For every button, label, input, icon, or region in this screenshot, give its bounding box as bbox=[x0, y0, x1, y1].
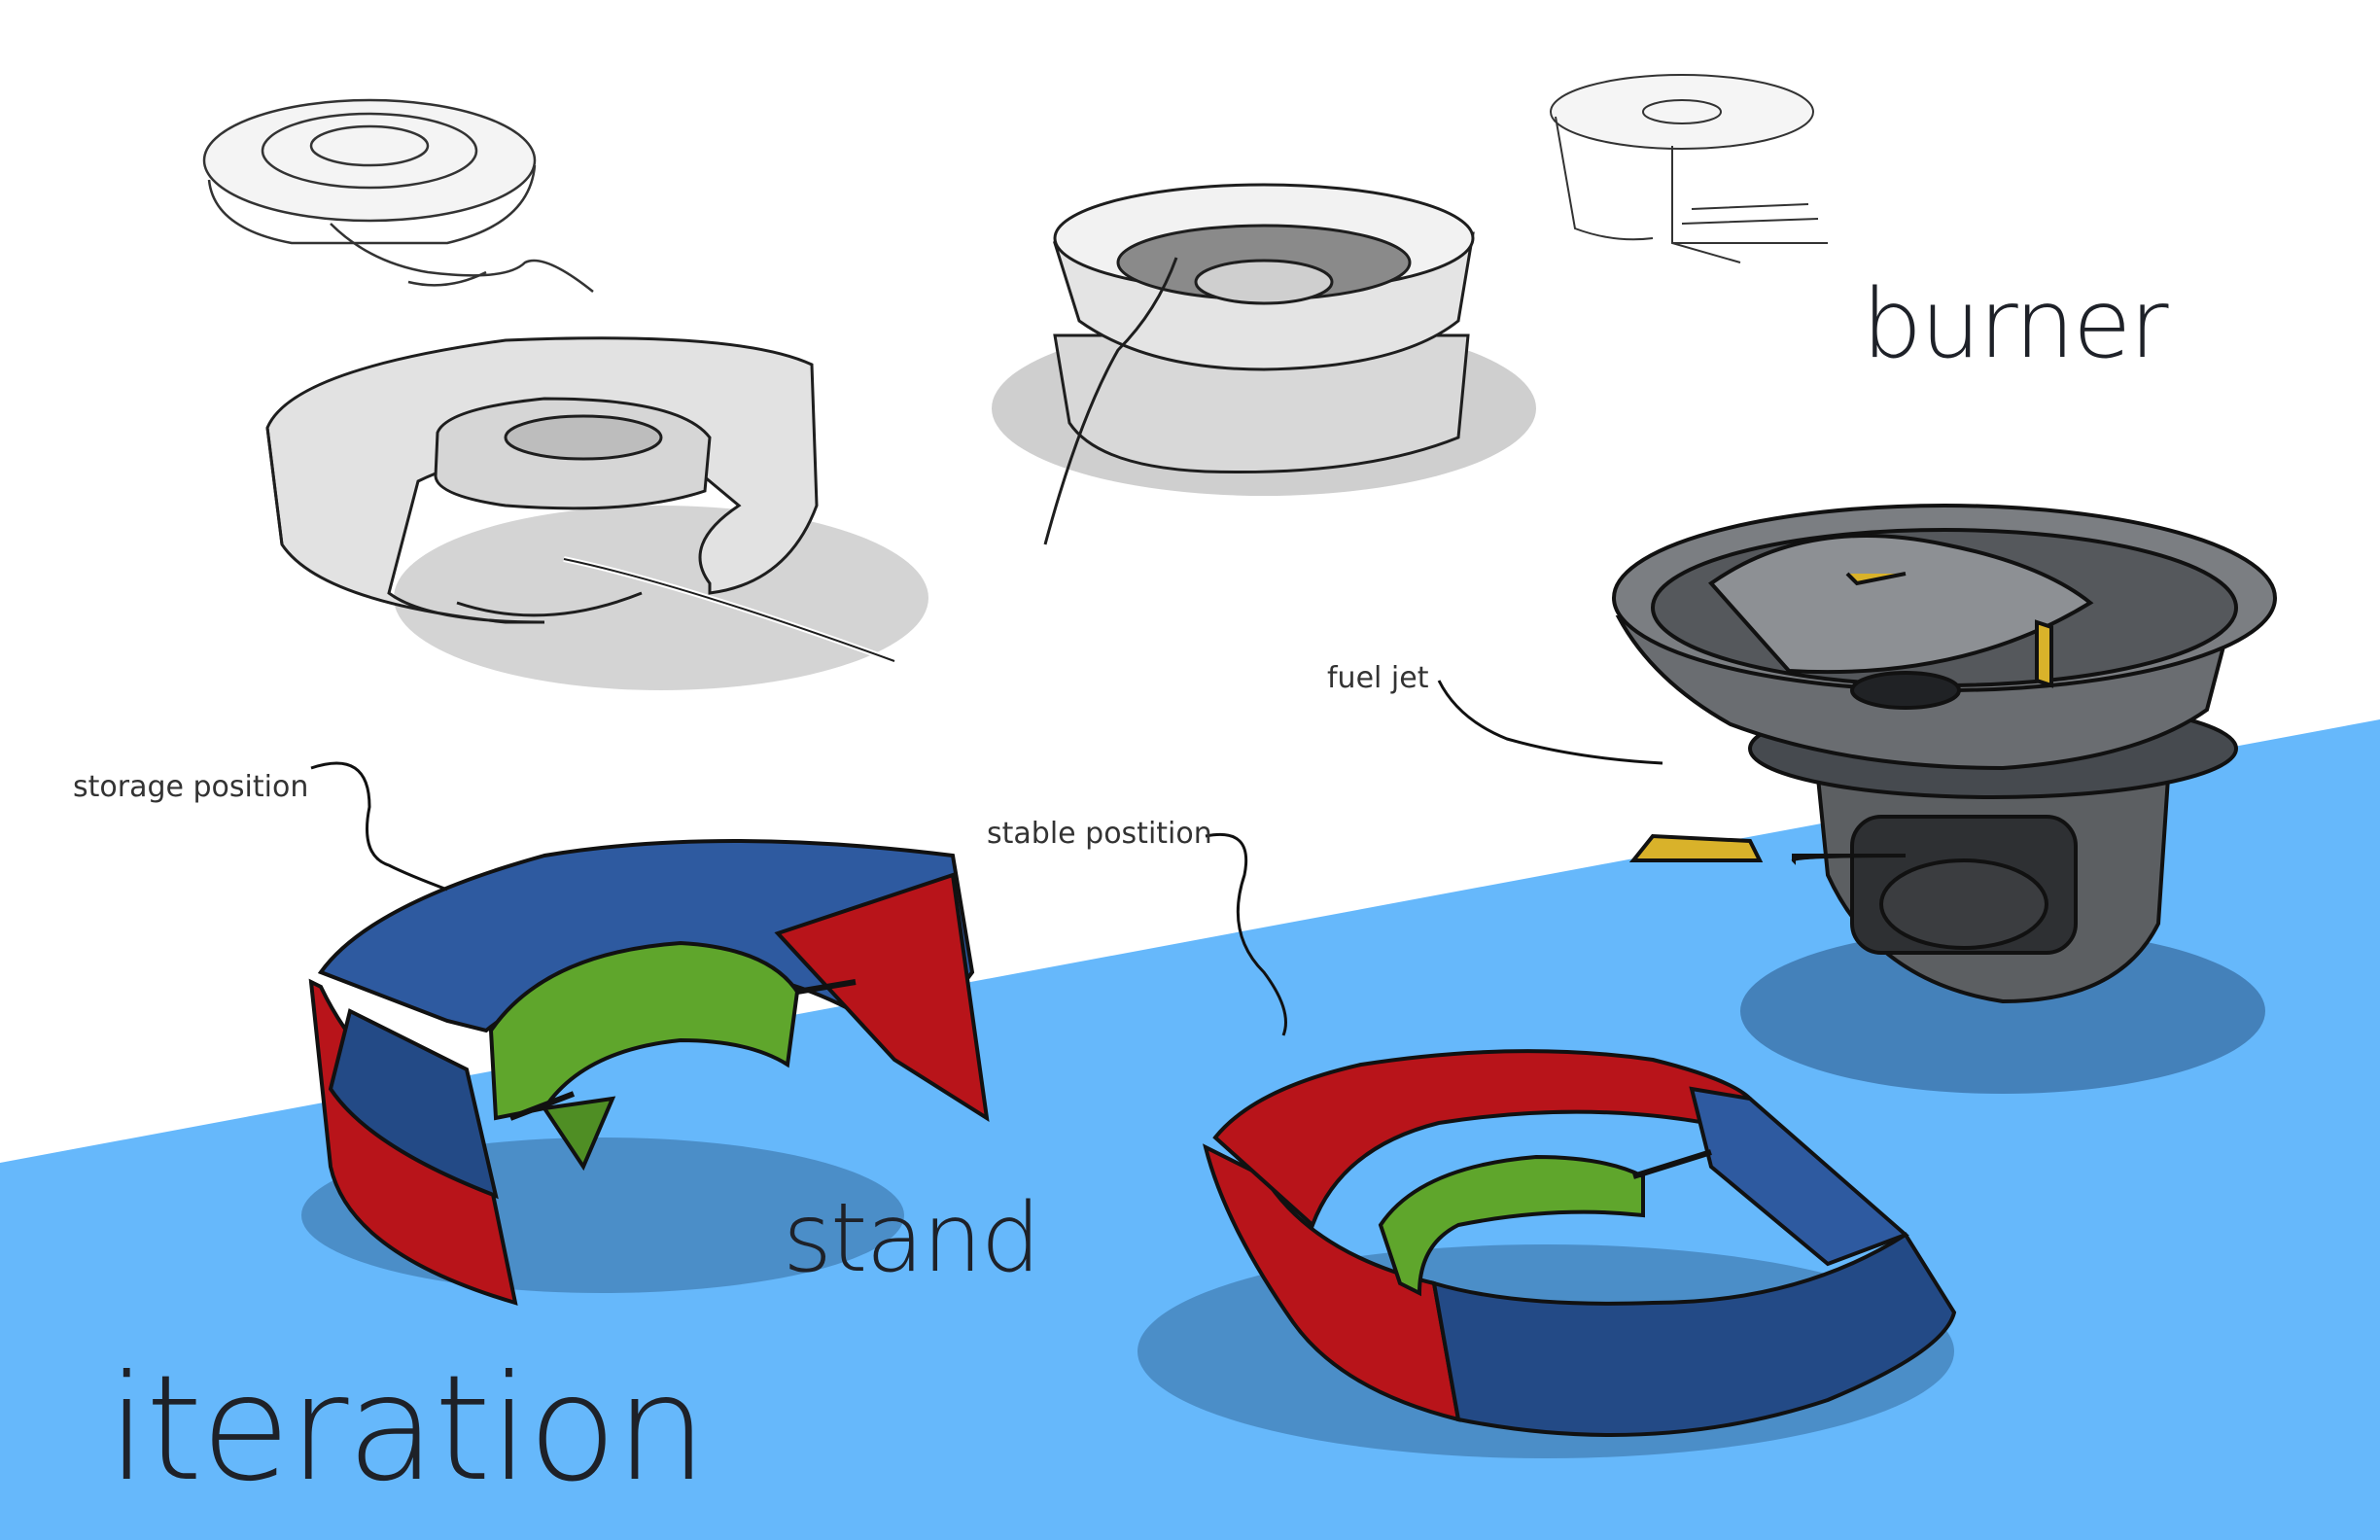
heading-burner: burner bbox=[1862, 269, 2169, 380]
burner-side-sketch-small bbox=[1550, 74, 1828, 263]
stand-stable-position bbox=[1138, 1049, 1957, 1458]
annotation-arrows bbox=[310, 680, 1663, 1036]
annotation-fuel-jet: fuel jet bbox=[1327, 661, 1429, 695]
burner-stand-sketch-gray bbox=[265, 336, 928, 690]
stand-storage-position bbox=[301, 839, 990, 1306]
burner-ring-sketch-small bbox=[202, 98, 594, 293]
burner-rendered bbox=[1612, 504, 2277, 1094]
heading-iteration: iteration bbox=[107, 1345, 708, 1514]
annotation-stable-position: stable postition bbox=[987, 817, 1212, 851]
heading-stand: stand bbox=[783, 1183, 1041, 1294]
burner-bowl-sketch bbox=[992, 183, 1536, 545]
annotation-storage-position: storage position bbox=[73, 770, 309, 804]
